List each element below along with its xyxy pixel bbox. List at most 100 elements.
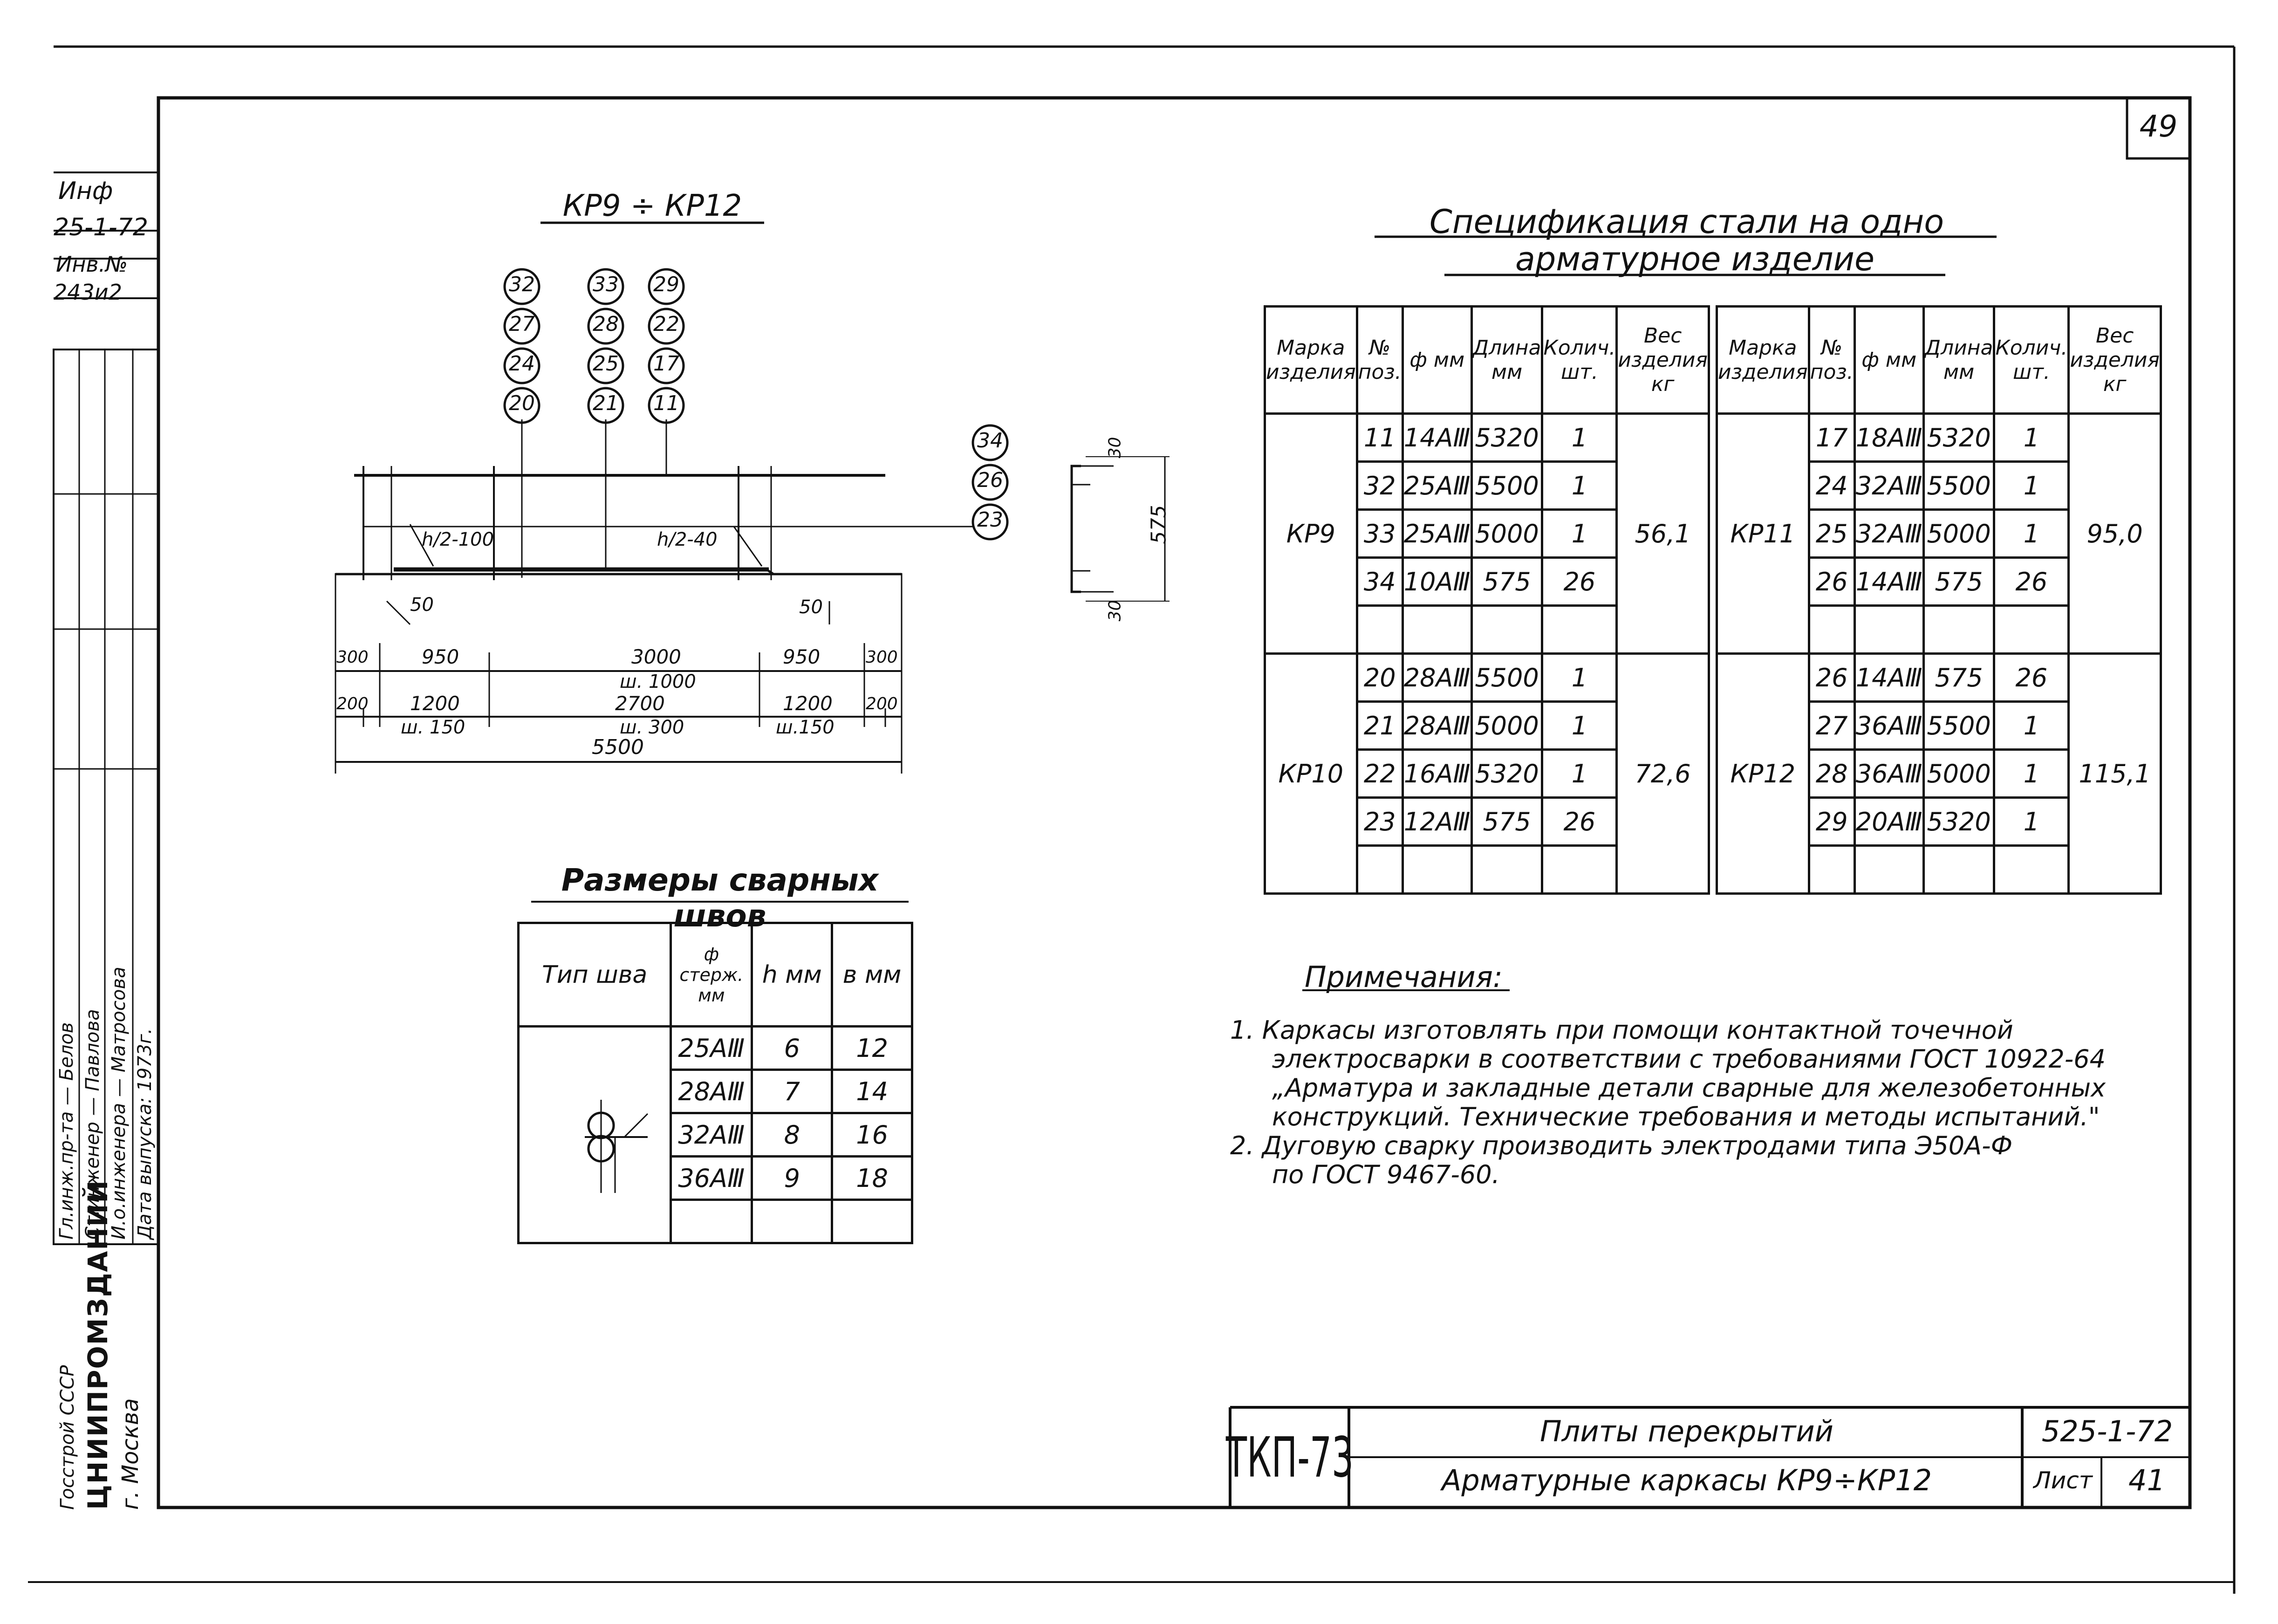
weld-cell: 7 xyxy=(751,1069,834,1114)
dim-label: h/2-40 xyxy=(657,529,718,550)
bubble-label: 11 xyxy=(653,391,679,415)
signature-row: Ст.инженер — Павлова xyxy=(82,1009,103,1240)
bubble-label: 25 xyxy=(593,352,619,376)
notes-list: 1. Каркасы изготовлять при помощи контак… xyxy=(1230,1016,2181,1189)
weld-cell: 28АⅢ xyxy=(670,1069,753,1114)
spec-row xyxy=(1717,844,2161,895)
spec-header: Колич. шт. xyxy=(1993,305,2070,415)
section-dim-top: 30 xyxy=(1105,437,1125,459)
stamp-line: Инв.№ xyxy=(56,252,128,277)
spec-weight: 72,6 xyxy=(1615,652,1710,895)
note-line: по ГОСТ 9467-60. xyxy=(1272,1160,1500,1189)
spec-header: № поз. xyxy=(1355,305,1404,415)
weld-cell: 6 xyxy=(751,1025,834,1071)
dim-label: h/2-100 xyxy=(422,529,494,550)
weld-cell: 32АⅢ xyxy=(670,1112,753,1158)
spec-header: Марка изделия xyxy=(1716,305,1810,415)
spec-header: № поз. xyxy=(1807,305,1856,415)
bubble-label: 22 xyxy=(653,312,679,336)
org-line: ЦНИИПРОМЗДАНИЙ xyxy=(82,1179,114,1510)
note-line: электросварки в соответствии с требовани… xyxy=(1272,1044,2106,1074)
title-line-2: Арматурные каркасы КР9÷КР12 xyxy=(1441,1463,1932,1497)
weld-cell: 12 xyxy=(831,1025,913,1071)
bubble-label: 33 xyxy=(593,273,619,296)
spec-header: ф мм xyxy=(1401,305,1473,415)
dim-label: ш. 1000 xyxy=(620,671,696,692)
dim-label: 1200 xyxy=(410,692,460,715)
spec-header: Вес изделия кг xyxy=(2067,305,2162,415)
weld-cell: 9 xyxy=(751,1155,834,1201)
note-line: 2. Дуговую сварку производить электродам… xyxy=(1230,1131,2013,1160)
spec-row xyxy=(1265,604,1709,655)
weld-cell: 8 xyxy=(751,1112,834,1158)
stamp-line: Инф xyxy=(58,177,113,205)
spec-mark: КР9 xyxy=(1264,412,1358,655)
dim-label: 1200 xyxy=(783,692,833,715)
dim-label: ш. 150 xyxy=(401,717,465,738)
bubble-label: 17 xyxy=(653,352,679,376)
spec-table-right: Марка изделия № поз. ф мм Длина мм Колич… xyxy=(1716,305,2162,895)
dim-label: 950 xyxy=(422,645,459,668)
notes-title: Примечания: xyxy=(1305,960,1503,994)
signature-row: Дата выпуска: 1973г. xyxy=(134,1028,156,1240)
weld-cell: 25АⅢ xyxy=(670,1025,753,1071)
bubble-label: 29 xyxy=(653,273,679,296)
dim-label: 300 xyxy=(336,648,369,667)
signature-block: Гл.инж.пр-та — Белов Ст.инженер — Павлов… xyxy=(54,774,158,1240)
stamp-line: 25-1-72 xyxy=(54,213,148,241)
org-line: Госстрой СССР xyxy=(57,1365,78,1510)
spec-mark: КР11 xyxy=(1716,412,1810,655)
sheet-label: Лист xyxy=(2033,1467,2093,1494)
bubble-label: 34 xyxy=(977,429,1003,452)
spec-table-left: Марка изделия № поз. ф мм Длина мм Колич… xyxy=(1264,305,1710,895)
spec-mark: КР12 xyxy=(1716,652,1810,895)
dim-label: 2700 xyxy=(615,692,665,715)
sheet-number: 41 xyxy=(2128,1463,2165,1497)
weld-sketch-cell xyxy=(517,1025,672,1244)
spec-header: Колич. шт. xyxy=(1541,305,1618,415)
weld-header: в мм xyxy=(831,922,913,1028)
dim-label: 950 xyxy=(783,645,821,668)
dim-label: 300 xyxy=(866,648,898,667)
spec-header: ф мм xyxy=(1853,305,1925,415)
spec-weight: 56,1 xyxy=(1615,412,1710,655)
spec-header: Марка изделия xyxy=(1264,305,1358,415)
bubble-label: 28 xyxy=(593,312,619,336)
bubble-label: 24 xyxy=(509,352,535,376)
note-line: „Арматура и закладные детали сварные для… xyxy=(1272,1073,2106,1103)
spec-mark: КР10 xyxy=(1264,652,1358,895)
spec-header: Длина мм xyxy=(1922,305,1996,415)
weld-header: Тип шва xyxy=(517,922,672,1028)
spec-header: Длина мм xyxy=(1470,305,1544,415)
weld-row xyxy=(519,1199,913,1244)
note-line: 1. Каркасы изготовлять при помощи контак… xyxy=(1230,1015,2013,1045)
spec-weight: 95,0 xyxy=(2067,412,2162,655)
weld-cell: 16 xyxy=(831,1112,913,1158)
bubble-label: 32 xyxy=(509,273,535,296)
title-line-1: Плиты перекрытий xyxy=(1540,1414,1833,1448)
dim-label: 200 xyxy=(336,694,369,713)
note-line: конструкций. Технические требования и ме… xyxy=(1272,1102,2100,1131)
dim-label: 50 xyxy=(799,596,823,618)
dim-label: 3000 xyxy=(631,645,681,668)
weld-cell: 14 xyxy=(831,1069,913,1114)
bubble-label: 23 xyxy=(977,508,1003,532)
weld-cell: 36АⅢ xyxy=(670,1155,753,1201)
